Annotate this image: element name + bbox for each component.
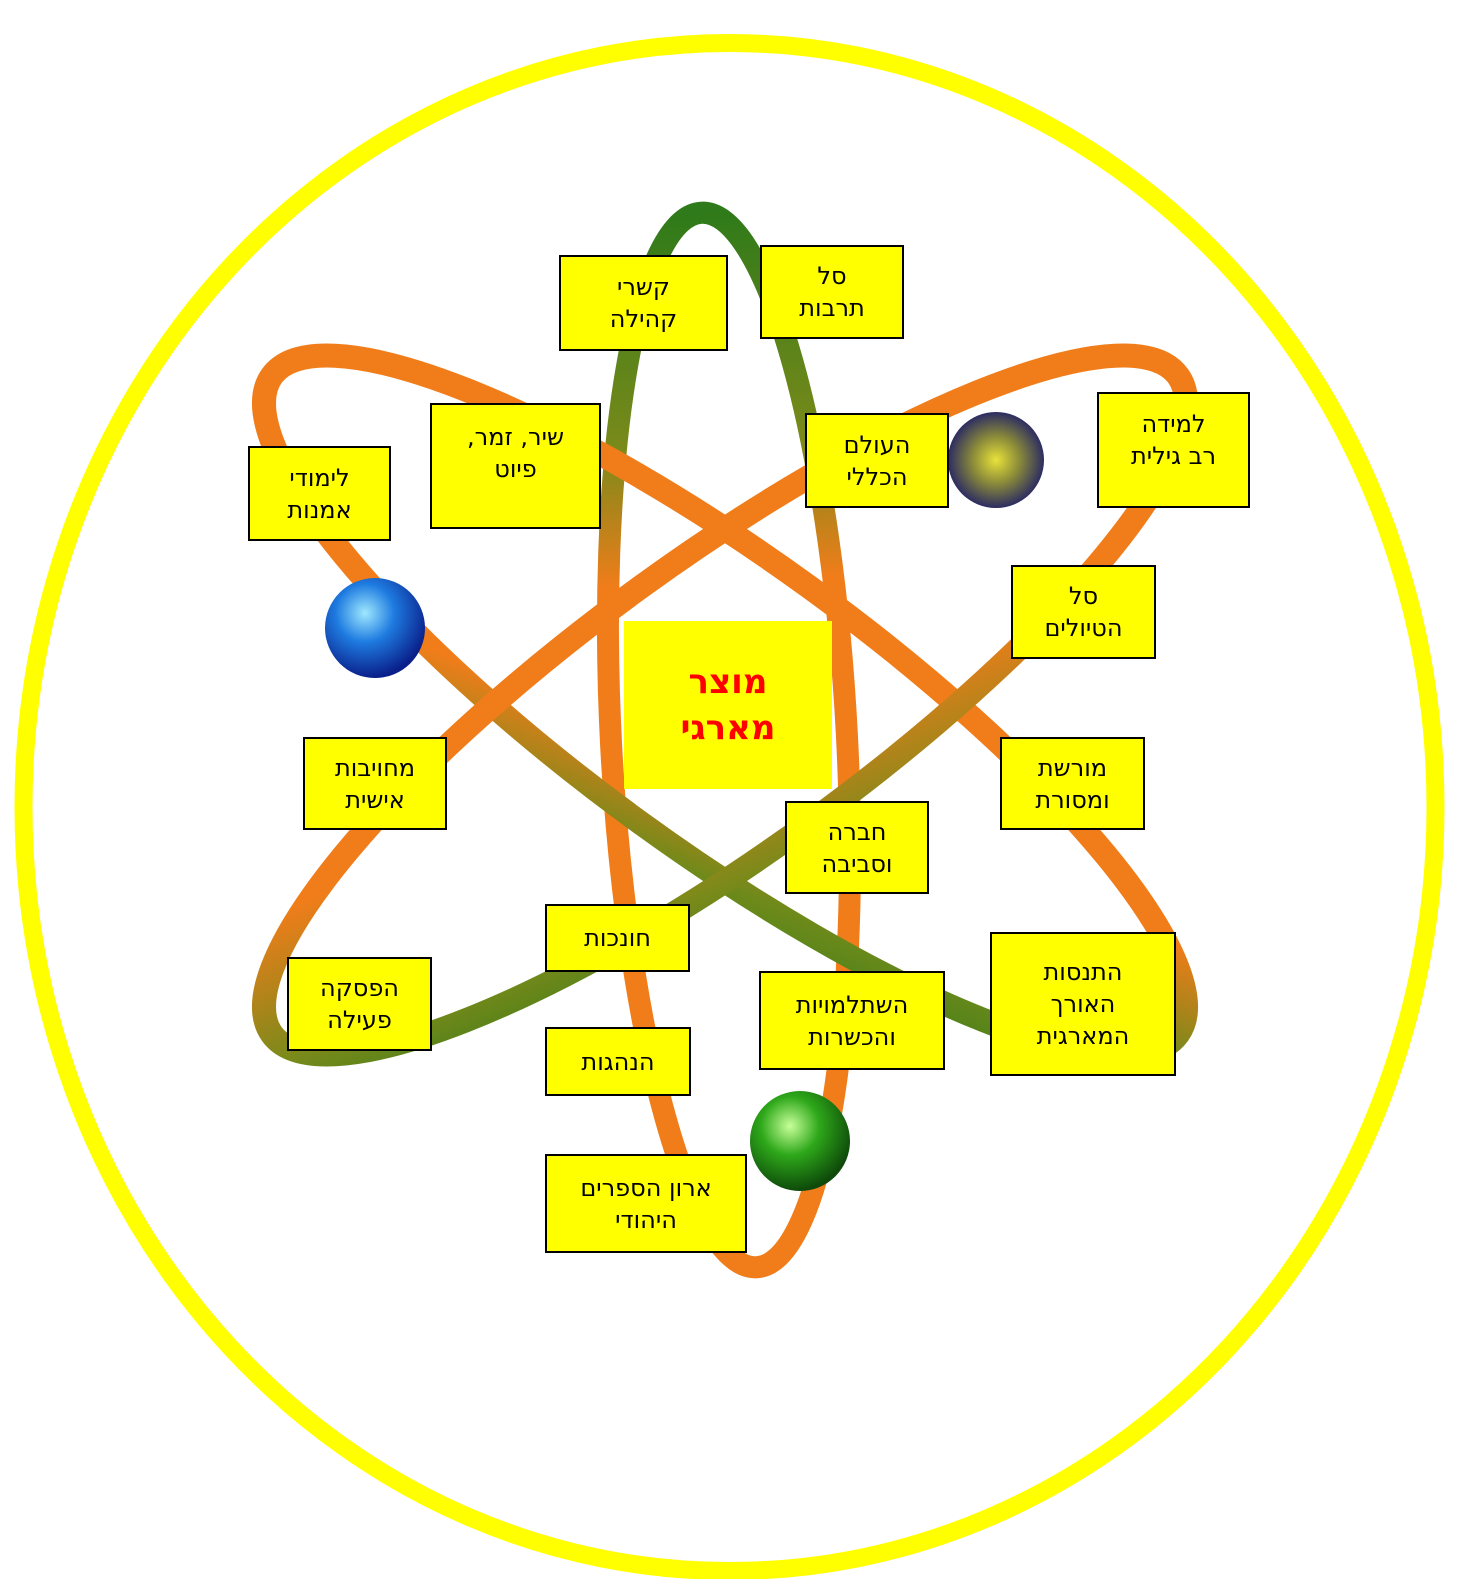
label-text: הפסקה פעילה (320, 974, 399, 1034)
label-text: ארון הספרים היהודי (580, 1173, 712, 1234)
electron-navy (948, 412, 1044, 508)
label-text: מחויבות אישית (334, 753, 416, 814)
center-label-box: מוצר מארגי (624, 621, 832, 789)
label-box-lemida: למידה רב גילית (1097, 392, 1250, 508)
label-box-sal-tarbut: סל תרבות (760, 245, 904, 339)
label-box-moreshet: מורשת ומסורת (1000, 737, 1145, 830)
label-text: סל הטיולים (1044, 582, 1123, 642)
label-box-mechuyavut: מחויבות אישית (303, 737, 447, 830)
electron-blue (325, 578, 425, 678)
label-box-sal-tiyulim: סל הטיולים (1011, 565, 1156, 659)
label-text: העולם הכללי (843, 430, 911, 491)
label-box-limudei-omanut: לימודי אמנות (248, 446, 391, 541)
label-box-hanhagot: הנהגות (545, 1027, 691, 1096)
orbit-diagonal-right (252, 343, 1198, 1067)
label-text: מורשת ומסורת (1035, 753, 1110, 814)
label-text: למידה רב גילית (1130, 410, 1217, 470)
electron-green (750, 1091, 850, 1191)
label-text: התנסות האורך המארגית (1036, 958, 1130, 1050)
outer-ring (14, 34, 1445, 1579)
label-box-chevra: חברה וסביבה (785, 801, 929, 894)
label-box-chonchot: חונכות (545, 904, 690, 972)
label-text: לימודי אמנות (287, 463, 352, 524)
center-label: מוצר מארגי (680, 662, 776, 748)
orbit-vertical (596, 201, 862, 1279)
label-box-aron-sfarim: ארון הספרים היהודי (545, 1154, 747, 1253)
label-text: סל תרבות (799, 262, 865, 322)
label-text: הנהגות (581, 1047, 655, 1076)
label-text: קשרי קהילה (609, 273, 678, 333)
label-box-shir-zemer: שיר, זמר, פיוט (430, 403, 601, 529)
label-text: חונכות (584, 924, 651, 952)
label-box-hishtalmuyot: השתלמויות והכשרות (759, 971, 945, 1070)
label-box-hitnasut: התנסות האורך המארגית (990, 932, 1176, 1076)
label-text: שיר, זמר, פיוט (467, 423, 564, 483)
label-box-haolam-haklali: העולם הכללי (805, 413, 949, 508)
label-box-hafsaka: הפסקה פעילה (287, 957, 432, 1051)
label-text: חברה וסביבה (821, 817, 893, 878)
label-text: השתלמויות והכשרות (795, 990, 909, 1051)
label-box-kishrei-kehila: קשרי קהילה (559, 255, 728, 351)
